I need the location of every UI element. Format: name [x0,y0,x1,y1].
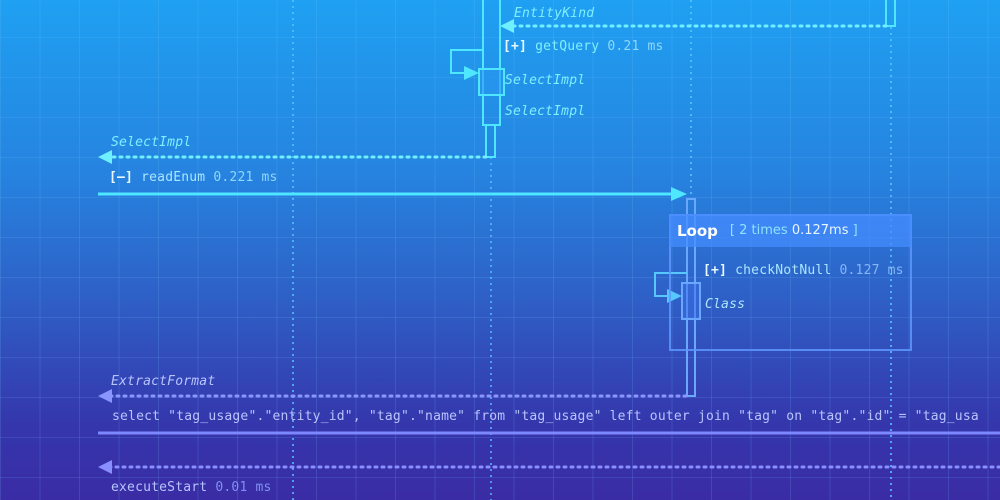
loop-count: [ 2 times [729,223,788,238]
entity-activation-bar [885,0,896,27]
readenum-activation [681,198,701,397]
class-return-label[interactable]: Class [705,297,746,312]
method-duration: 0.221 ms [213,170,278,185]
getquery-call-label[interactable]: [+] getQuery 0.21 ms [503,39,664,54]
selectimpl-caller-return-label[interactable]: SelectImpl [111,135,192,150]
getquery-self-call-arrow [450,49,483,80]
method-duration: 0.127 ms [839,263,904,278]
executestart-call-label[interactable]: executeStart 0.01 ms [111,480,272,495]
loop-duration: 0.127ms [791,223,849,238]
loop-header[interactable]: Loop [ 2 times 0.127ms ] [669,214,912,247]
loop-close-bracket: ] [852,223,858,238]
method-name: readEnum [141,170,206,185]
loop-meta: [ 2 times 0.127ms ] [730,223,858,238]
selectimpl-self-return-label[interactable]: SelectImpl [505,73,586,88]
readenum-call-label[interactable]: [–] readEnum 0.221 ms [109,170,278,185]
entitykind-return-arrow [500,19,888,33]
selectimpl-return-label[interactable]: SelectImpl [505,104,586,119]
extractformat-return-arrow [98,389,688,403]
expand-toggle[interactable]: [+] [503,39,528,54]
selectimpl-return-arrow [98,150,488,164]
method-name: getQuery [535,39,600,54]
method-duration: 0.01 ms [215,480,272,495]
extractformat-return-label[interactable]: ExtractFormat [111,374,216,389]
expand-toggle[interactable]: [+] [703,263,728,278]
dotted-lifelines [292,0,892,500]
sql-return-arrow [98,460,1000,474]
entitykind-return-label[interactable]: EntityKind [514,6,595,21]
sql-call-label[interactable]: select "tag_usage"."entity_id", "tag"."n… [112,409,979,424]
query-activation [478,0,505,158]
method-duration: 0.21 ms [607,39,664,54]
caller-lifeline [88,0,99,500]
method-name: executeStart [111,480,208,495]
method-name: checkNotNull [735,263,832,278]
readenum-call-arrow [98,187,687,201]
checknotnull-call-label[interactable]: [+] checkNotNull 0.127 ms [703,263,904,278]
loop-title: Loop [677,221,718,240]
collapse-toggle[interactable]: [–] [109,170,134,185]
